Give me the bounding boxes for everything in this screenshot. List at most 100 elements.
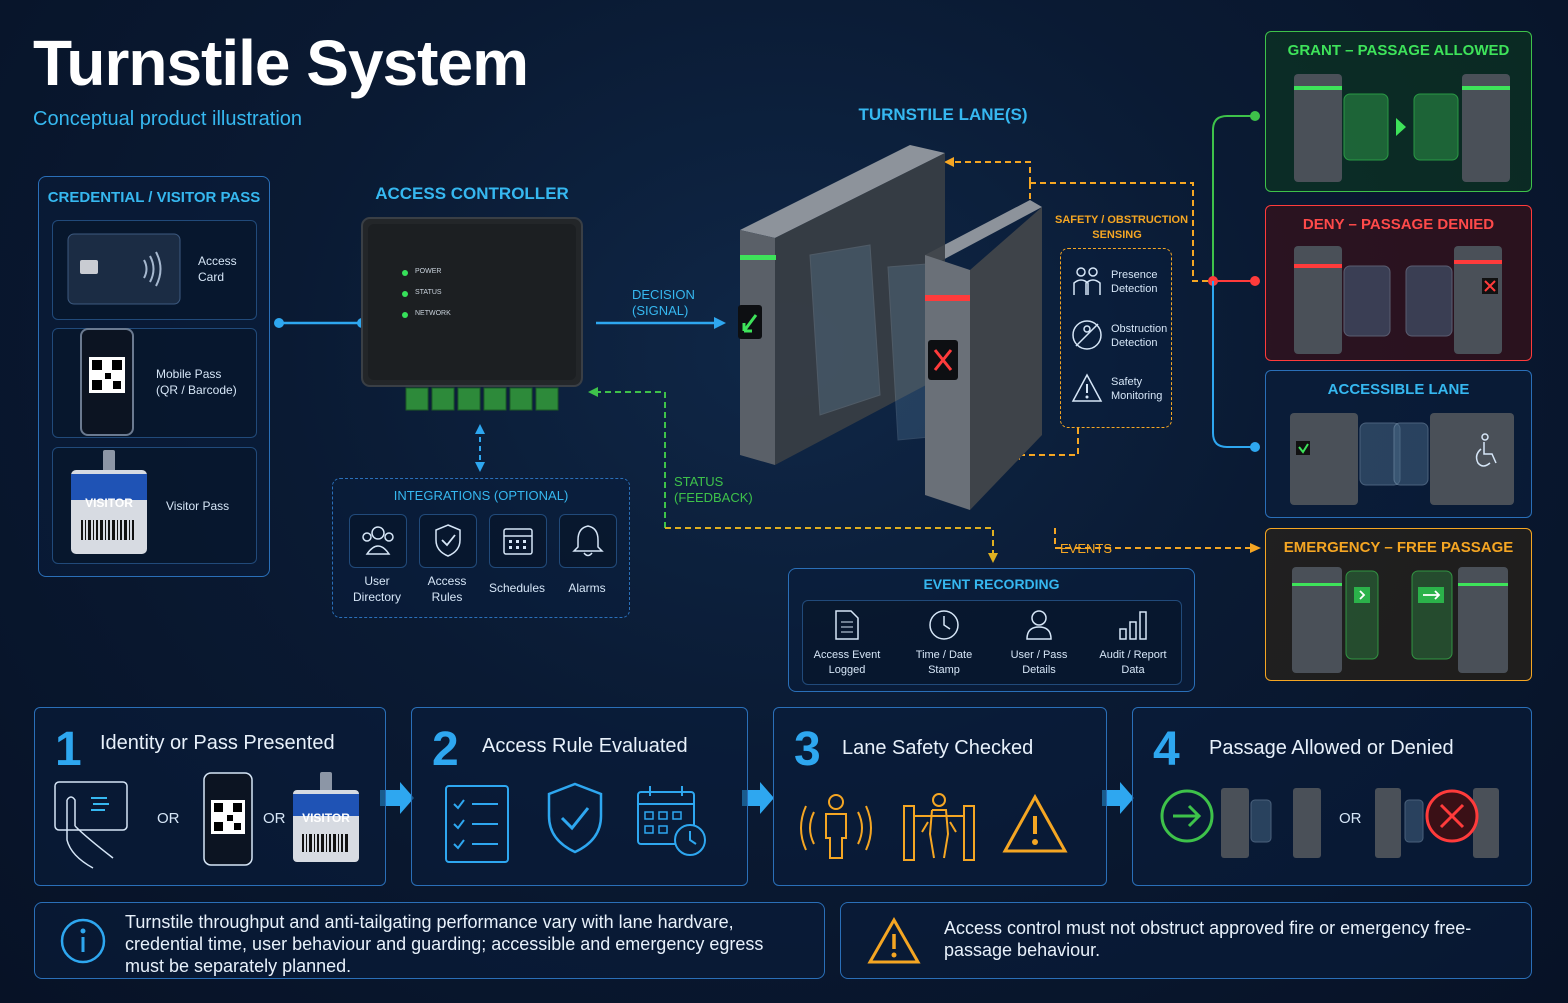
event-item-label: Audit / Report Data <box>1099 649 1167 676</box>
integration-label: Schedules <box>488 581 546 595</box>
state-grant: GRANT – PASSAGE ALLOWED <box>1265 31 1532 192</box>
step-number: 3 <box>794 723 821 776</box>
led-power-label: POWER <box>415 268 442 275</box>
or-label: OR <box>1339 810 1362 827</box>
deny-gate-icon <box>1294 246 1502 354</box>
calendar-icon <box>503 528 533 555</box>
safety-item-label: Safety Monitoring <box>1111 376 1163 402</box>
page-subtitle: Conceptual product illustration <box>33 108 303 130</box>
hand-card-icon <box>54 781 128 869</box>
credential-item-label: Visitor Pass <box>166 499 230 513</box>
controller-title: ACCESS CONTROLLER <box>375 184 569 203</box>
visitor-badge-text: VISITOR <box>302 811 350 825</box>
info-note-panel: Turnstile throughput and anti-tailgating… <box>34 902 825 979</box>
page-title: Turnstile System <box>33 27 529 99</box>
warning-icon <box>867 916 921 964</box>
document-icon <box>835 610 859 640</box>
warning-icon <box>1002 793 1068 853</box>
presence-icon <box>1073 267 1101 295</box>
integration-label: Alarms <box>568 581 606 595</box>
integration-alarms <box>559 514 617 568</box>
turnstile-illustration <box>738 145 1042 510</box>
decision-label: DECISION (SIGNAL) <box>632 287 695 318</box>
controller-device <box>361 217 583 411</box>
calendar-clock-icon <box>637 786 706 856</box>
access-card-icon <box>67 233 181 305</box>
integrations-title: INTEGRATIONS (OPTIONAL) <box>393 488 569 503</box>
shield-check-icon <box>435 524 461 557</box>
led-status-label: STATUS <box>415 289 442 296</box>
safety-title: SAFETY / OBSTRUCTION SENSING <box>1055 214 1189 241</box>
emergency-gate-icon <box>1292 567 1508 673</box>
state-title: EMERGENCY – FREE PASSAGE <box>1283 539 1514 556</box>
credential-item-mobile: Mobile Pass (QR / Barcode) <box>52 328 257 438</box>
checklist-icon <box>445 785 509 863</box>
lanes-title: TURNSTILE LANE(S) <box>858 105 1028 124</box>
safety-item-label: Obstruction Detection <box>1111 323 1168 349</box>
step-4: 4 Passage Allowed or Denied OR <box>1132 707 1532 886</box>
users-icon <box>362 526 394 555</box>
credential-panel-title: CREDENTIAL / VISITOR PASS <box>47 189 261 206</box>
integrations-panel: INTEGRATIONS (OPTIONAL) User Directory A… <box>332 478 630 618</box>
event-recording-title: EVENT RECORDING <box>923 576 1060 592</box>
visitor-badge-icon <box>293 772 359 862</box>
integration-users <box>349 514 407 568</box>
mobile-qr-icon <box>203 772 253 866</box>
step-1: 1 Identity or Pass Presented OR OR VISIT… <box>34 707 386 886</box>
safety-panel: Presence Detection Obstruction Detection… <box>1060 248 1172 428</box>
visitor-badge-text: VISITOR <box>85 496 133 510</box>
events-label: EVENTS <box>1060 541 1113 556</box>
integration-label: User Directory <box>352 574 401 604</box>
credential-item-label: Access Card <box>198 254 237 284</box>
deny-gate-icon <box>1375 788 1499 858</box>
credential-item-label: Mobile Pass (QR / Barcode) <box>156 367 237 397</box>
event-item-label: Access Event Logged <box>813 649 881 676</box>
integration-schedules <box>489 514 547 568</box>
state-title: ACCESSIBLE LANE <box>1327 381 1470 398</box>
event-item-label: Time / Date Stamp <box>915 649 973 676</box>
step-title: Access Rule Evaluated <box>482 735 688 757</box>
obstruction-icon <box>903 793 975 861</box>
accessible-gate-icon <box>1290 413 1514 505</box>
user-icon <box>1026 610 1052 640</box>
step-title: Passage Allowed or Denied <box>1209 737 1454 759</box>
step-title: Lane Safety Checked <box>842 737 1034 759</box>
step-3: 3 Lane Safety Checked <box>773 707 1107 886</box>
step-number: 4 <box>1153 723 1180 776</box>
integration-rules <box>419 514 477 568</box>
led-network-label: NETWORK <box>415 310 451 317</box>
clock-icon <box>929 610 959 640</box>
integration-label: Access Rules <box>427 574 467 604</box>
step-number: 1 <box>55 723 82 776</box>
info-icon <box>60 918 106 964</box>
credential-panel: CREDENTIAL / VISITOR PASS Access Card Mo… <box>38 176 270 577</box>
warning-note-text: Access control must not obstruct approve… <box>944 918 1472 960</box>
grant-gate-icon <box>1294 74 1510 182</box>
bell-icon <box>572 525 604 557</box>
warning-icon <box>1071 373 1103 402</box>
mobile-qr-icon <box>80 328 134 436</box>
state-emergency: EMERGENCY – FREE PASSAGE <box>1265 528 1532 681</box>
step-title: Identity or Pass Presented <box>100 732 335 754</box>
safety-item-label: Presence Detection <box>1111 269 1158 295</box>
bar-chart-icon <box>1119 611 1147 640</box>
status-label: STATUS (FEEDBACK) <box>674 474 753 505</box>
or-label: OR <box>263 810 286 827</box>
grant-gate-icon <box>1160 788 1321 858</box>
presence-icon <box>800 794 872 859</box>
state-title: GRANT – PASSAGE ALLOWED <box>1287 42 1510 59</box>
credential-item-card: Access Card <box>52 220 257 320</box>
step-2: 2 Access Rule Evaluated <box>411 707 748 886</box>
shield-check-icon <box>547 782 603 854</box>
credential-item-visitor: VISITOR Visitor Pass <box>52 447 257 564</box>
state-deny: DENY – PASSAGE DENIED <box>1265 205 1532 361</box>
or-label: OR <box>157 810 180 827</box>
obstruction-icon <box>1072 320 1102 350</box>
state-accessible: ACCESSIBLE LANE <box>1265 370 1532 518</box>
event-item-label: User / Pass Details <box>1010 649 1068 676</box>
info-note-text: Turnstile throughput and anti-tailgating… <box>125 912 764 976</box>
event-items: Access Event Logged Time / Date Stamp Us… <box>802 600 1182 685</box>
state-title: DENY – PASSAGE DENIED <box>1302 216 1495 233</box>
step-number: 2 <box>432 723 459 776</box>
